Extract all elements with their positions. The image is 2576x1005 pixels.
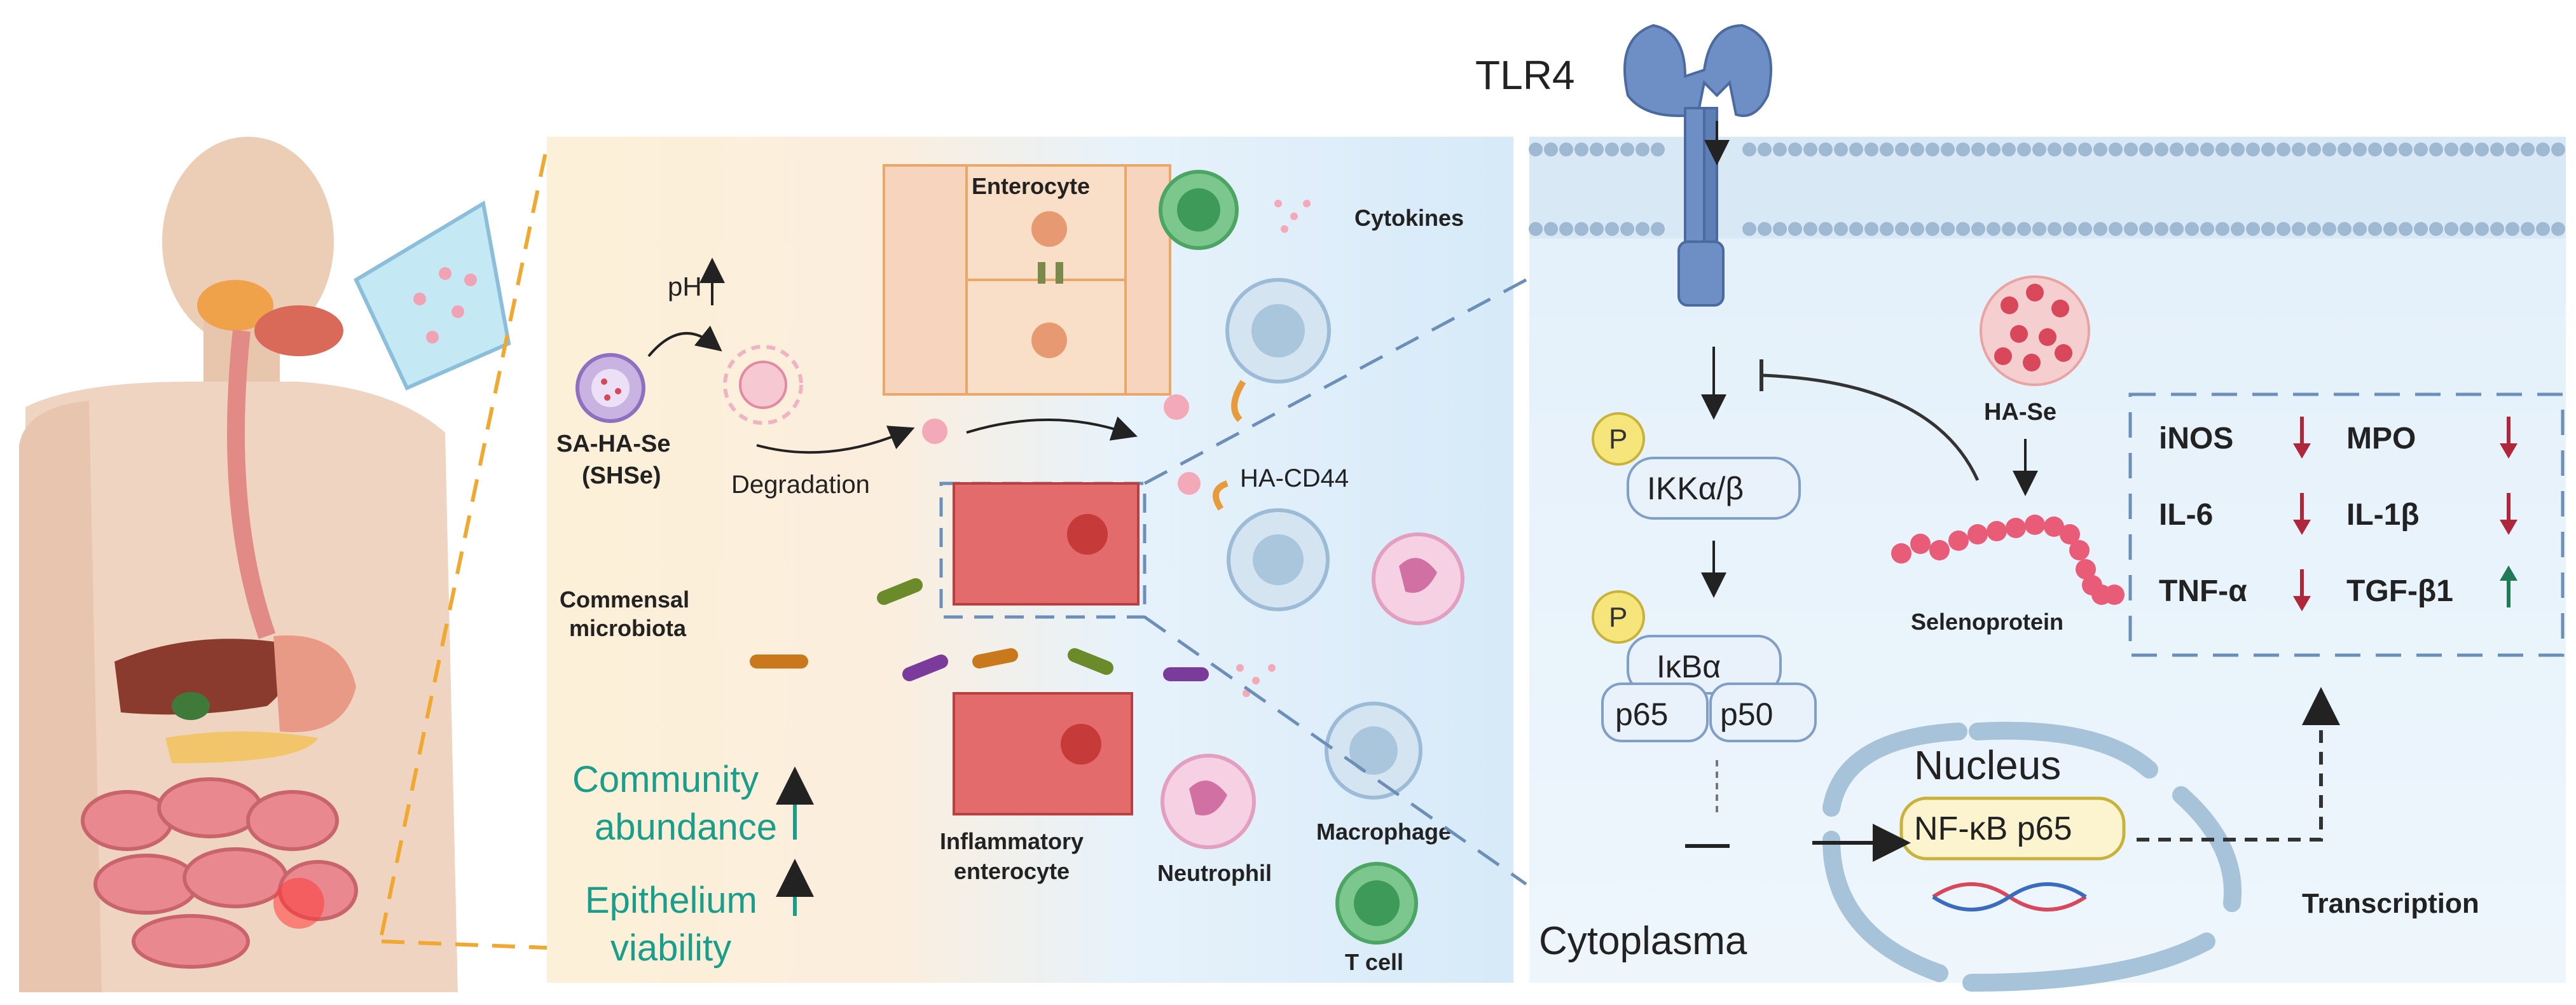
community-line1: Community bbox=[572, 759, 759, 800]
connector-lines bbox=[1143, 278, 1527, 886]
human-figure bbox=[19, 137, 511, 992]
marker-tgf-1: TGF-β1 bbox=[2346, 574, 2453, 608]
marker-arrowhead bbox=[2500, 520, 2517, 535]
particle-label-line1: SA-HA-Se bbox=[556, 431, 670, 457]
ikba-complex bbox=[1592, 590, 1817, 742]
tlr4-label: TLR4 bbox=[1475, 52, 1575, 98]
inflammatory-enterocyte-bottom bbox=[953, 692, 1133, 815]
degrading-particle bbox=[723, 345, 803, 425]
marker-arrowhead bbox=[2293, 596, 2311, 611]
ikba-label: IκBα bbox=[1656, 649, 1721, 684]
nucleus-label: Nucleus bbox=[1914, 742, 2061, 788]
inflammatory-line1: Inflammatory bbox=[940, 828, 1084, 854]
ikk-phospho-label: P bbox=[1609, 424, 1627, 455]
macrophage-label: Macrophage bbox=[1316, 819, 1451, 845]
epithelium-line1: Epithelium bbox=[585, 880, 757, 921]
ikba-phospho-label: P bbox=[1609, 602, 1627, 633]
marker-il-6: IL-6 bbox=[2159, 498, 2213, 532]
ph-label: pH bbox=[668, 272, 702, 302]
commensal-line1: Commensal bbox=[560, 586, 689, 613]
enterocyte-label: Enterocyte bbox=[972, 173, 1090, 199]
p50-label: p50 bbox=[1720, 697, 1773, 732]
commensal-line2: microbiota bbox=[569, 615, 687, 641]
cytoplasma-label: Cytoplasma bbox=[1539, 919, 1747, 963]
neutrophil-label: Neutrophil bbox=[1157, 860, 1272, 886]
epithelium-line2: viability bbox=[610, 927, 731, 969]
inflammatory-line2: enterocyte bbox=[954, 858, 1070, 884]
marker-arrowhead bbox=[2500, 443, 2517, 459]
nucleus bbox=[1822, 721, 2242, 992]
tlr4-receptor bbox=[1623, 24, 1772, 307]
dna-helix bbox=[1932, 882, 2087, 911]
neutrophil-bottom bbox=[1161, 754, 1256, 849]
inflammatory-enterocyte-top bbox=[953, 482, 1140, 606]
ha-cd44-label: HA-CD44 bbox=[1240, 464, 1349, 492]
community-line2: abundance bbox=[595, 807, 777, 848]
selenoprotein-label: Selenoprotein bbox=[1911, 609, 2063, 635]
zoom-lines bbox=[380, 146, 549, 950]
marker-arrowhead bbox=[2500, 565, 2517, 581]
inhibition-line bbox=[1761, 373, 1980, 482]
macrophage-bottom bbox=[1325, 702, 1422, 800]
markers-box bbox=[2128, 392, 2565, 657]
macrophage-mid bbox=[1213, 480, 1330, 611]
shse-particle bbox=[575, 353, 645, 423]
ha-se-particle bbox=[1980, 275, 2090, 386]
marker-arrowhead bbox=[2293, 520, 2311, 535]
enterocyte-top bbox=[883, 164, 1171, 396]
cytokines-dots bbox=[1274, 200, 1311, 233]
neutrophil-mid bbox=[1372, 532, 1464, 625]
particle-label-line2: (SHSe) bbox=[582, 462, 661, 489]
degradation-label: Degradation bbox=[731, 471, 870, 499]
cytokines-label: Cytokines bbox=[1354, 205, 1464, 231]
marker-il-1-: IL-1β bbox=[2346, 498, 2420, 532]
tcell-bottom bbox=[1335, 862, 1418, 945]
marker-inos: iNOS bbox=[2159, 422, 2233, 455]
ikk-complex bbox=[1592, 412, 1801, 520]
nfkb-label: NF-κB p65 bbox=[1914, 810, 2072, 847]
microbiota-bacteria bbox=[750, 578, 1209, 681]
ha-se-label: HA-Se bbox=[1984, 399, 2056, 426]
selenoprotein-chain bbox=[1891, 515, 2125, 605]
tcell-label: T cell bbox=[1345, 949, 1403, 975]
transcription-arrow bbox=[2137, 687, 2340, 842]
transcription-label: Transcription bbox=[2302, 888, 2479, 919]
marker-tnf-: TNF-α bbox=[2159, 574, 2247, 608]
p65-label: p65 bbox=[1615, 697, 1668, 732]
marker-arrowhead bbox=[2293, 443, 2311, 459]
ikk-label: IKKα/β bbox=[1647, 471, 1744, 506]
macrophage-top bbox=[1225, 278, 1331, 422]
marker-mpo: MPO bbox=[2346, 422, 2416, 455]
